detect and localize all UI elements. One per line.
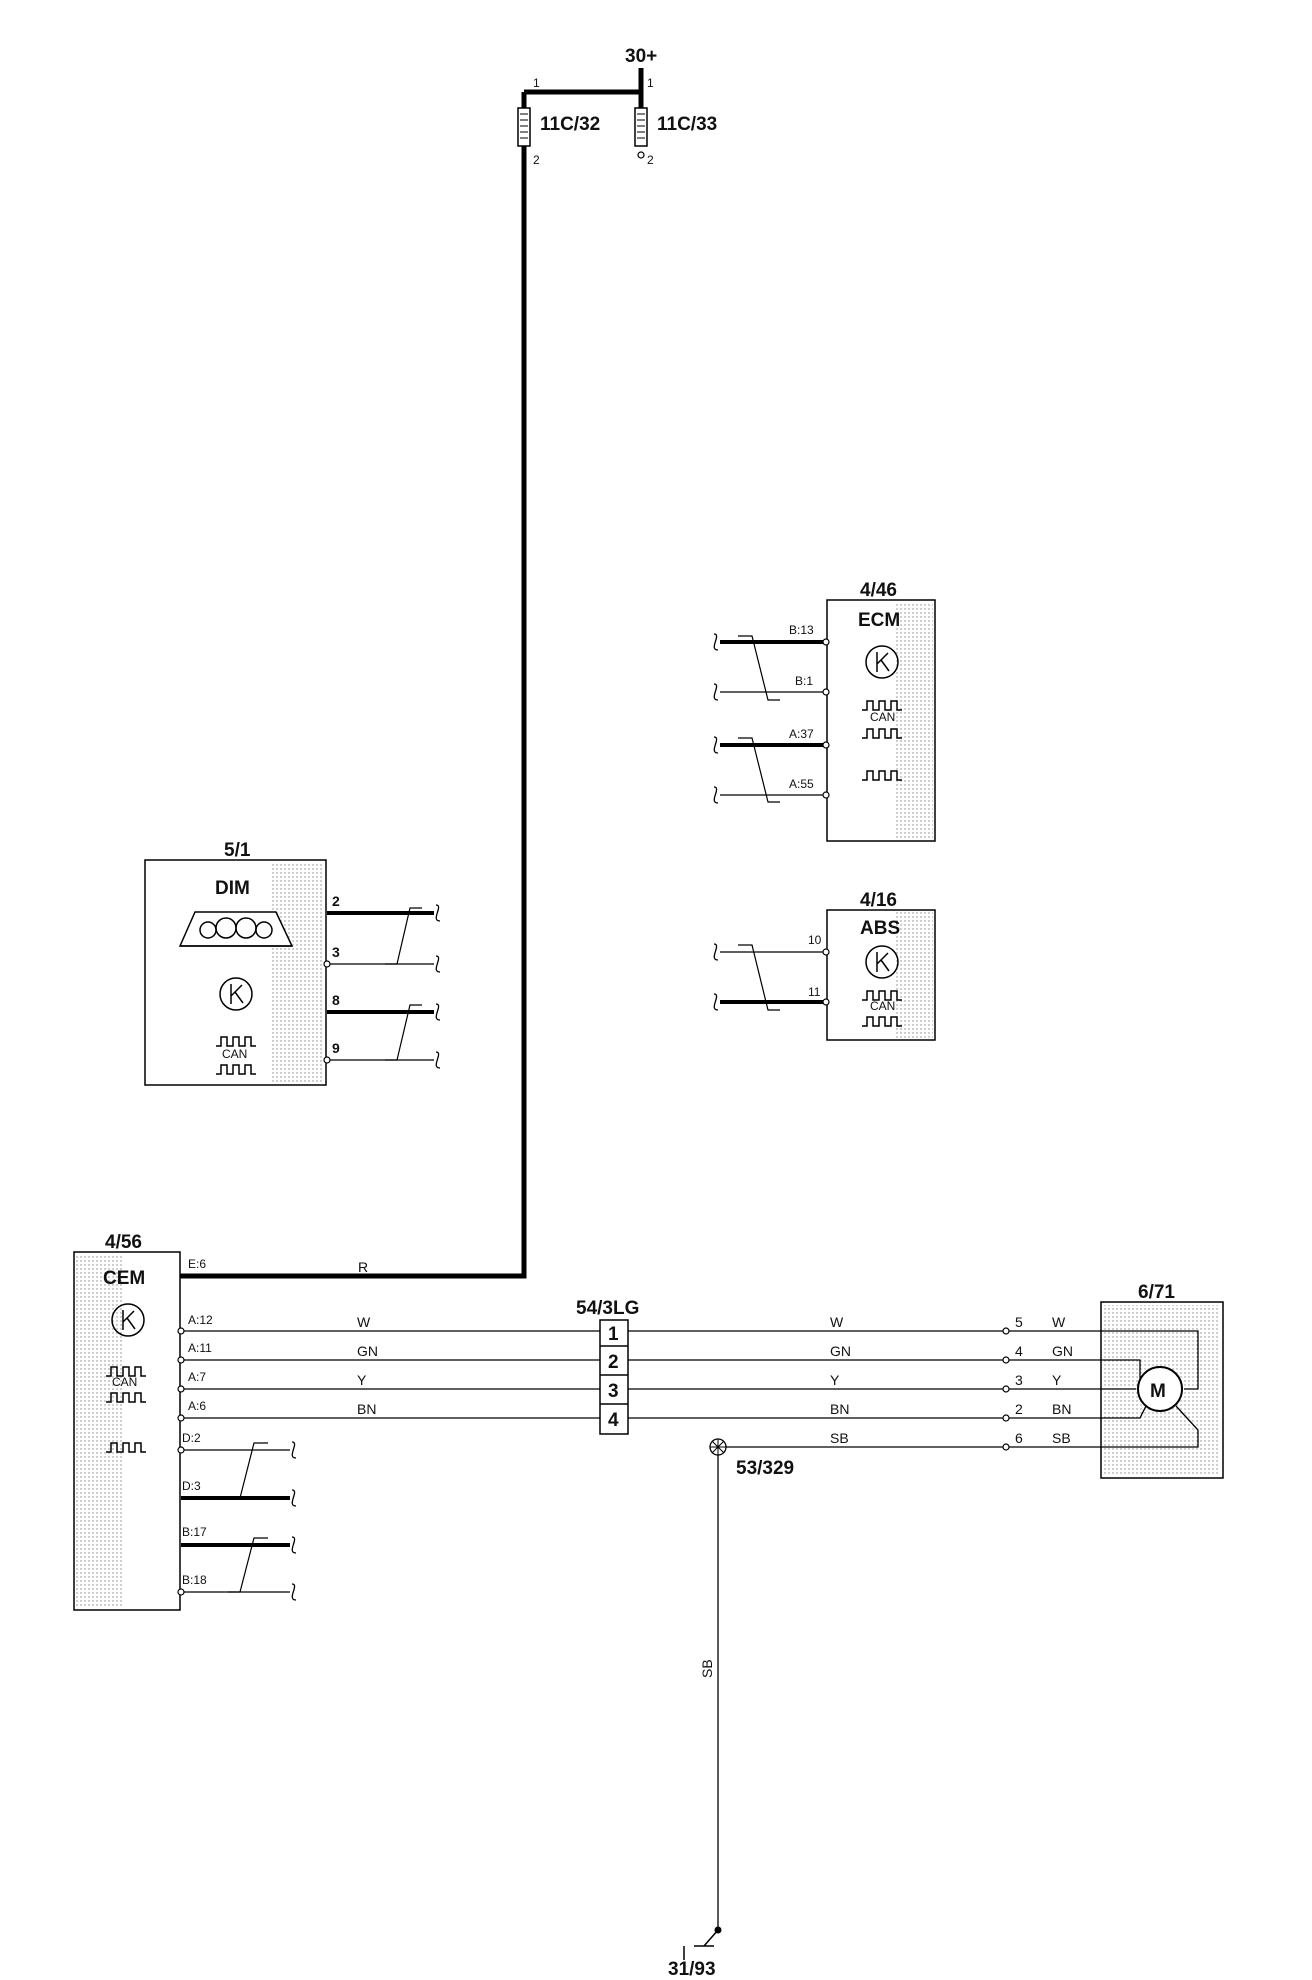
- motor-unit-code: 6/71: [1138, 1282, 1175, 1303]
- ground-icon: [683, 1929, 719, 1960]
- wire-right-label-sb: SB: [830, 1430, 849, 1446]
- motor-color-sb: SB: [1052, 1430, 1071, 1446]
- fuse1-pin2: 2: [533, 153, 540, 167]
- abs-module: 4/16 ABS CAN 10 11: [713, 890, 936, 1041]
- wire-left-label-gn: GN: [357, 1343, 378, 1359]
- ecm-pin-b13: B:13: [789, 623, 814, 637]
- cem-pin-a6: A:6: [188, 1399, 206, 1413]
- cem-pin-b18: B:18: [182, 1573, 207, 1587]
- wire-right-label-gn: GN: [830, 1343, 851, 1359]
- dim-pin-8: 8: [332, 992, 340, 1008]
- ecm-can-label: CAN: [870, 710, 895, 724]
- motor-pin-2: 2: [1015, 1401, 1023, 1417]
- motor-color-bn: BN: [1052, 1401, 1071, 1417]
- motor-color-gn: GN: [1052, 1343, 1073, 1359]
- abs-can-label: CAN: [870, 999, 895, 1013]
- abs-name: ABS: [860, 918, 900, 939]
- fuse-11c33: 11C/33: [634, 107, 717, 147]
- ecm-module: 4/46 ECM CAN B:13 B:1 A:37 A:55: [713, 580, 936, 842]
- dim-pin-9: 9: [332, 1040, 340, 1056]
- ground-wire-color: SB: [699, 1659, 715, 1678]
- abs-pin-11: 11: [808, 985, 821, 999]
- cem-pin-a11: A:11: [188, 1341, 212, 1355]
- motor-color-w: W: [1052, 1314, 1066, 1330]
- motor-symbol: M: [1150, 1381, 1166, 1402]
- abs-code: 4/16: [860, 890, 897, 911]
- wire-left-label-bn: BN: [357, 1401, 376, 1417]
- splice-code: 53/329: [736, 1458, 794, 1479]
- fuse-11c32-label: 11C/32: [540, 114, 600, 135]
- cem-supply-wire: [180, 146, 527, 1279]
- dim-can-label: CAN: [222, 1047, 247, 1061]
- connector-pin-1: 1: [608, 1324, 619, 1345]
- connector-pin-2: 2: [608, 1352, 619, 1373]
- wire-right-label-bn: BN: [830, 1401, 849, 1417]
- dim-name: DIM: [215, 878, 250, 899]
- connector-pin-4: 4: [608, 1410, 619, 1431]
- cem-pin-d3: D:3: [182, 1479, 201, 1493]
- cem-pin-e6: E:6: [188, 1257, 206, 1271]
- motor-pin-6: 6: [1015, 1430, 1023, 1446]
- fuse-11c32: 11C/32: [517, 107, 600, 147]
- wire-left-label-w: W: [357, 1314, 371, 1330]
- ecm-name: ECM: [858, 610, 900, 631]
- cem-code: 4/56: [105, 1232, 142, 1253]
- splice-icon: [709, 1438, 727, 1456]
- signal-wires: W GN Y BN W GN Y BN SB: [177, 1314, 1005, 1448]
- ground-circuit: 53/329 SB 31/93: [668, 1438, 794, 1980]
- dim-code: 5/1: [224, 840, 251, 861]
- cem-pin-b17: B:17: [182, 1525, 207, 1539]
- cem-module: 4/56 CEM CAN E:6 A:12 A:11 A:7 A:6 D:2 D…: [73, 1232, 297, 1611]
- motor-pin-5: 5: [1015, 1314, 1023, 1330]
- wire-left-label-y: Y: [357, 1372, 367, 1388]
- cem-pin-d2: D:2: [182, 1431, 201, 1445]
- abs-pin-10: 10: [808, 933, 822, 947]
- ecm-pin-a37: A:37: [789, 727, 814, 741]
- supply-section: 30+ 1 1 11C/32 11C/33 2 2 R: [180, 46, 717, 1279]
- dim-pin-3: 3: [332, 944, 340, 960]
- cem-pin-a7: A:7: [188, 1370, 206, 1384]
- fuse2-pin2: 2: [647, 153, 654, 167]
- connector-pin-3: 3: [608, 1381, 619, 1402]
- connector-code: 54/3LG: [576, 1298, 639, 1319]
- motor-unit-6-71: 6/71 5 4 3 2 6 W GN Y BN SB M: [1002, 1282, 1224, 1479]
- cem-supply-wire-color: R: [358, 1259, 368, 1275]
- motor-icon: M: [1137, 1366, 1183, 1412]
- ground-code: 31/93: [668, 1959, 716, 1980]
- dim-pin-2: 2: [332, 893, 340, 909]
- motor-pin-3: 3: [1015, 1372, 1023, 1388]
- dim-module: 5/1 DIM CAN 2 3 8 9: [144, 840, 441, 1086]
- cem-pin-a12: A:12: [188, 1313, 213, 1327]
- cem-can-label: CAN: [112, 1375, 137, 1389]
- wire-right-label-y: Y: [830, 1372, 840, 1388]
- cem-name: CEM: [103, 1268, 145, 1289]
- ecm-pin-a55: A:55: [789, 777, 814, 791]
- ecm-code: 4/46: [860, 580, 897, 601]
- motor-pin-4: 4: [1015, 1343, 1023, 1359]
- wire-right-label-w: W: [830, 1314, 844, 1330]
- motor-color-y: Y: [1052, 1372, 1062, 1388]
- fuse-11c33-label: 11C/33: [657, 114, 717, 135]
- ecm-pin-b1: B:1: [795, 674, 813, 688]
- supply-label: 30+: [625, 46, 657, 67]
- connector-54-3lg: 54/3LG 1 2 3 4: [576, 1298, 639, 1435]
- fuse2-pin1: 1: [647, 76, 654, 90]
- fuse1-pin1: 1: [533, 76, 540, 90]
- instrument-cluster-icon: [178, 911, 294, 947]
